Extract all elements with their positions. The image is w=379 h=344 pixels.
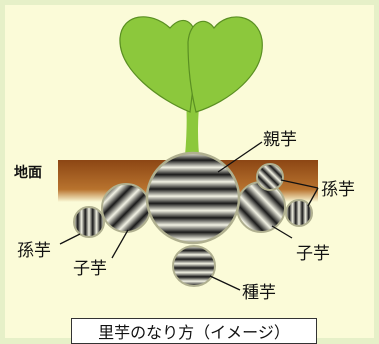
grandchild-tuber-right-bottom bbox=[285, 199, 313, 227]
label-seed-tuber: 種芋 bbox=[242, 283, 276, 303]
seed-tuber bbox=[172, 245, 216, 287]
grandchild-tuber-right-top bbox=[256, 163, 284, 191]
leader-grandchild-right-a bbox=[280, 179, 319, 189]
label-child-tuber-right: 子芋 bbox=[296, 244, 330, 264]
leader-child-left bbox=[111, 229, 129, 259]
leader-seed bbox=[209, 275, 241, 291]
stem bbox=[184, 98, 200, 165]
grandchild-tuber-left bbox=[73, 206, 105, 238]
taro-growth-diagram: 親芋 地面 孫芋 孫芋 子芋 子芋 種芋 bbox=[14, 16, 355, 303]
label-grandchild-tuber-right: 孫芋 bbox=[321, 180, 355, 200]
label-ground-surface: 地面 bbox=[14, 164, 42, 181]
caption-text: 里芋のなり方（イメージ） bbox=[98, 323, 290, 342]
leader-child-right bbox=[271, 225, 293, 239]
leader-grandchild-right-b bbox=[307, 187, 319, 207]
child-tuber-right bbox=[236, 181, 286, 233]
leader-grandchild-left bbox=[59, 233, 81, 245]
caption-box: 里芋のなり方（イメージ） bbox=[71, 318, 317, 344]
child-tuber-left bbox=[101, 183, 151, 233]
label-child-tuber-left: 子芋 bbox=[73, 259, 107, 279]
leaf-left bbox=[119, 16, 197, 113]
leaf-right bbox=[187, 16, 263, 113]
parent-tuber bbox=[145, 151, 241, 245]
leader-parent bbox=[217, 141, 263, 173]
label-grandchild-tuber-left: 孫芋 bbox=[17, 241, 51, 261]
label-parent-tuber: 親芋 bbox=[263, 130, 297, 150]
